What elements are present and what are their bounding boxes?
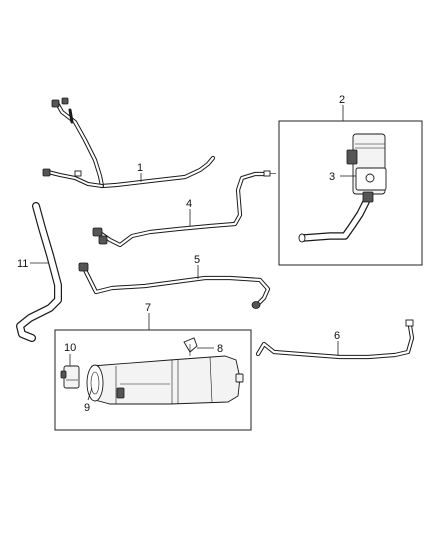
part-5-tube-assembly — [78, 262, 271, 309]
leader-lines — [30, 105, 356, 401]
part-4-tube-assembly — [92, 170, 276, 248]
callout-labels: 1 2 3 4 5 6 7 8 9 10 11 — [17, 94, 345, 414]
part-2-group-box — [278, 120, 423, 266]
part-11-hose — [16, 202, 62, 342]
callout-2: 2 — [339, 94, 345, 106]
part-9-vapor-canister — [86, 355, 244, 405]
callout-3: 3 — [329, 171, 335, 183]
part-3-filter-canister — [298, 133, 387, 243]
part-1-tube-assembly — [42, 97, 216, 189]
callout-1: 1 — [137, 162, 143, 174]
callout-6: 6 — [334, 330, 340, 342]
callout-9: 9 — [84, 402, 90, 414]
callout-5: 5 — [194, 254, 200, 266]
callout-8: 8 — [217, 343, 223, 355]
callout-11: 11 — [17, 258, 28, 270]
callout-4: 4 — [186, 198, 192, 210]
part-7-group-box — [54, 329, 252, 431]
callout-7: 7 — [145, 302, 151, 314]
part-6-tube-assembly — [255, 319, 415, 360]
callout-10: 10 — [64, 342, 76, 354]
part-10-valve — [60, 365, 80, 389]
part-8-clip — [183, 337, 198, 356]
